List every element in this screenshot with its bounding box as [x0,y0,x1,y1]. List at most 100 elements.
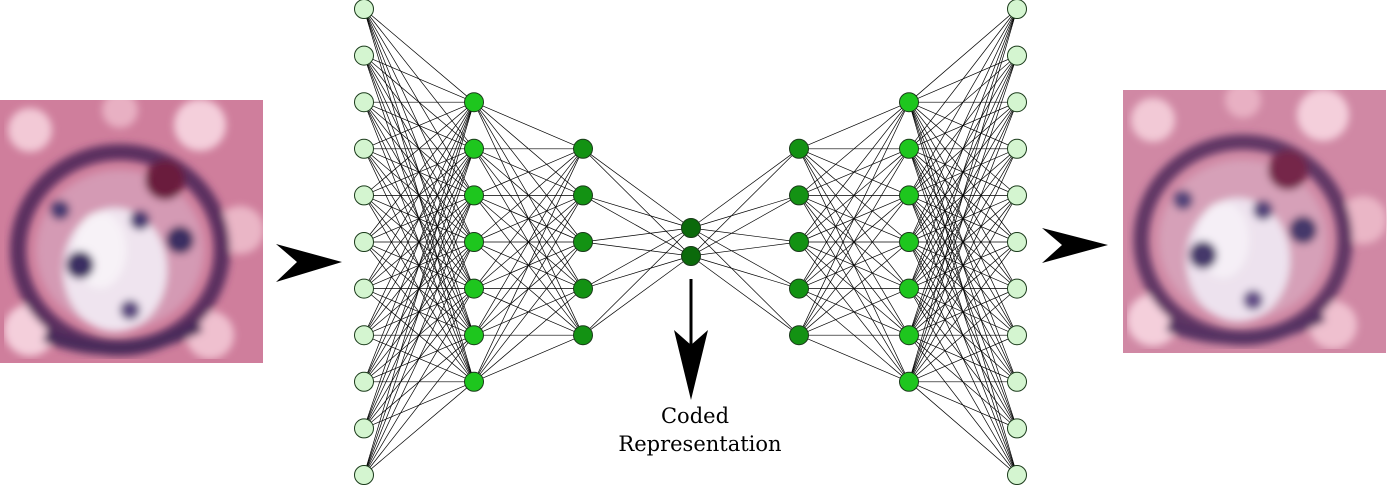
connection-line [363,288,475,476]
coded-representation-label-line1: Coded [661,404,729,428]
connection-line [798,101,910,150]
connection-line [908,8,1018,103]
connection-line [690,195,800,229]
neuron-node-layer-7 [1007,138,1027,159]
connection-line [363,101,475,196]
output-image [1123,90,1387,353]
connection-line [582,227,692,243]
connection-line [582,241,692,257]
neuron-node-layer-1 [354,45,374,66]
connection-line [690,148,800,257]
connection-line [908,8,1018,150]
neuron-node-layer-3 [573,278,593,299]
connection-line [908,8,1018,196]
connection-line [798,148,910,336]
connection-line [582,227,692,336]
connection-line [908,195,1018,382]
connection-line [363,102,475,429]
neuron-node-layer-5 [789,185,809,206]
connection-line [908,8,1018,243]
connection-line [798,102,910,289]
neuron-node-layer-2 [464,138,484,159]
connection-line [908,8,1018,336]
connection-line [908,381,1018,429]
neuron-node-layer-1 [354,371,374,392]
neuron-node-layer-4 [681,246,701,266]
neuron-node-layer-6 [899,325,919,346]
connection-line [473,148,584,243]
connection-line [798,334,910,383]
neuron-node-layer-1 [354,185,374,206]
connection-line [363,8,475,103]
neuron-node-layer-7 [1007,325,1027,346]
connection-line [473,334,584,383]
connection-line [363,101,475,243]
connection-line [798,101,910,243]
connection-line [363,241,475,476]
neuron-node-layer-2 [464,278,484,299]
neuron-node-layer-7 [1007,465,1027,485]
connection-line [908,241,1018,383]
neuron-node-layer-4 [681,218,701,238]
connection-line [473,148,584,289]
connection-line [363,381,475,476]
neuron-node-layer-7 [1007,371,1027,392]
neuron-node-layer-7 [1007,232,1027,252]
connection-line [363,195,475,476]
neuron-node-layer-1 [354,0,374,19]
connection-line [473,148,584,336]
connection-line [363,148,475,476]
coded-representation-label-line2: Representation [618,432,781,456]
connection-line [363,102,475,382]
connection-line [690,148,800,229]
neuron-node-layer-7 [1007,418,1027,439]
input-image [0,100,263,363]
connection-line [582,148,692,229]
connection-line [363,55,475,103]
connection-line [363,102,475,336]
connection-line [690,255,800,289]
neuron-node-layer-3 [573,325,593,346]
network-connections [363,8,1018,476]
connection-line [582,255,692,289]
connection-line [473,148,584,382]
neuron-node-layer-7 [1007,45,1027,66]
neuron-node-layer-2 [464,232,484,252]
connection-line [582,195,692,257]
input-arrow [276,244,342,282]
connection-line [908,381,1018,476]
neuron-node-layer-1 [354,232,374,252]
connection-line [473,101,584,150]
neuron-node-layer-6 [899,92,919,113]
connection-line [908,148,1018,382]
connection-line [798,195,910,336]
connection-line [908,55,1018,382]
connection-line [798,102,910,336]
neuron-node-layer-5 [789,232,809,252]
connection-line [908,288,1018,383]
connection-line [363,102,475,289]
connection-line [363,101,475,150]
neuron-node-layer-7 [1007,185,1027,206]
connection-line [798,101,910,196]
connection-line [363,334,475,476]
connection-line [690,227,800,289]
neuron-node-layer-6 [899,278,919,299]
neuron-node-layer-1 [354,418,374,439]
connection-line [798,241,910,336]
neuron-node-layer-2 [464,92,484,113]
connection-line [473,195,584,382]
neuron-node-layer-7 [1007,92,1027,113]
connection-line [908,102,1018,382]
network-nodes [354,0,1027,485]
code-arrow [674,279,708,400]
connection-line [690,227,800,243]
neuron-node-layer-3 [573,138,593,159]
neuron-node-layer-7 [1007,0,1027,19]
connection-line [363,102,475,476]
neuron-node-layer-1 [354,325,374,346]
connection-line [908,334,1018,383]
neuron-node-layer-2 [464,325,484,346]
neuron-node-layer-6 [899,138,919,159]
